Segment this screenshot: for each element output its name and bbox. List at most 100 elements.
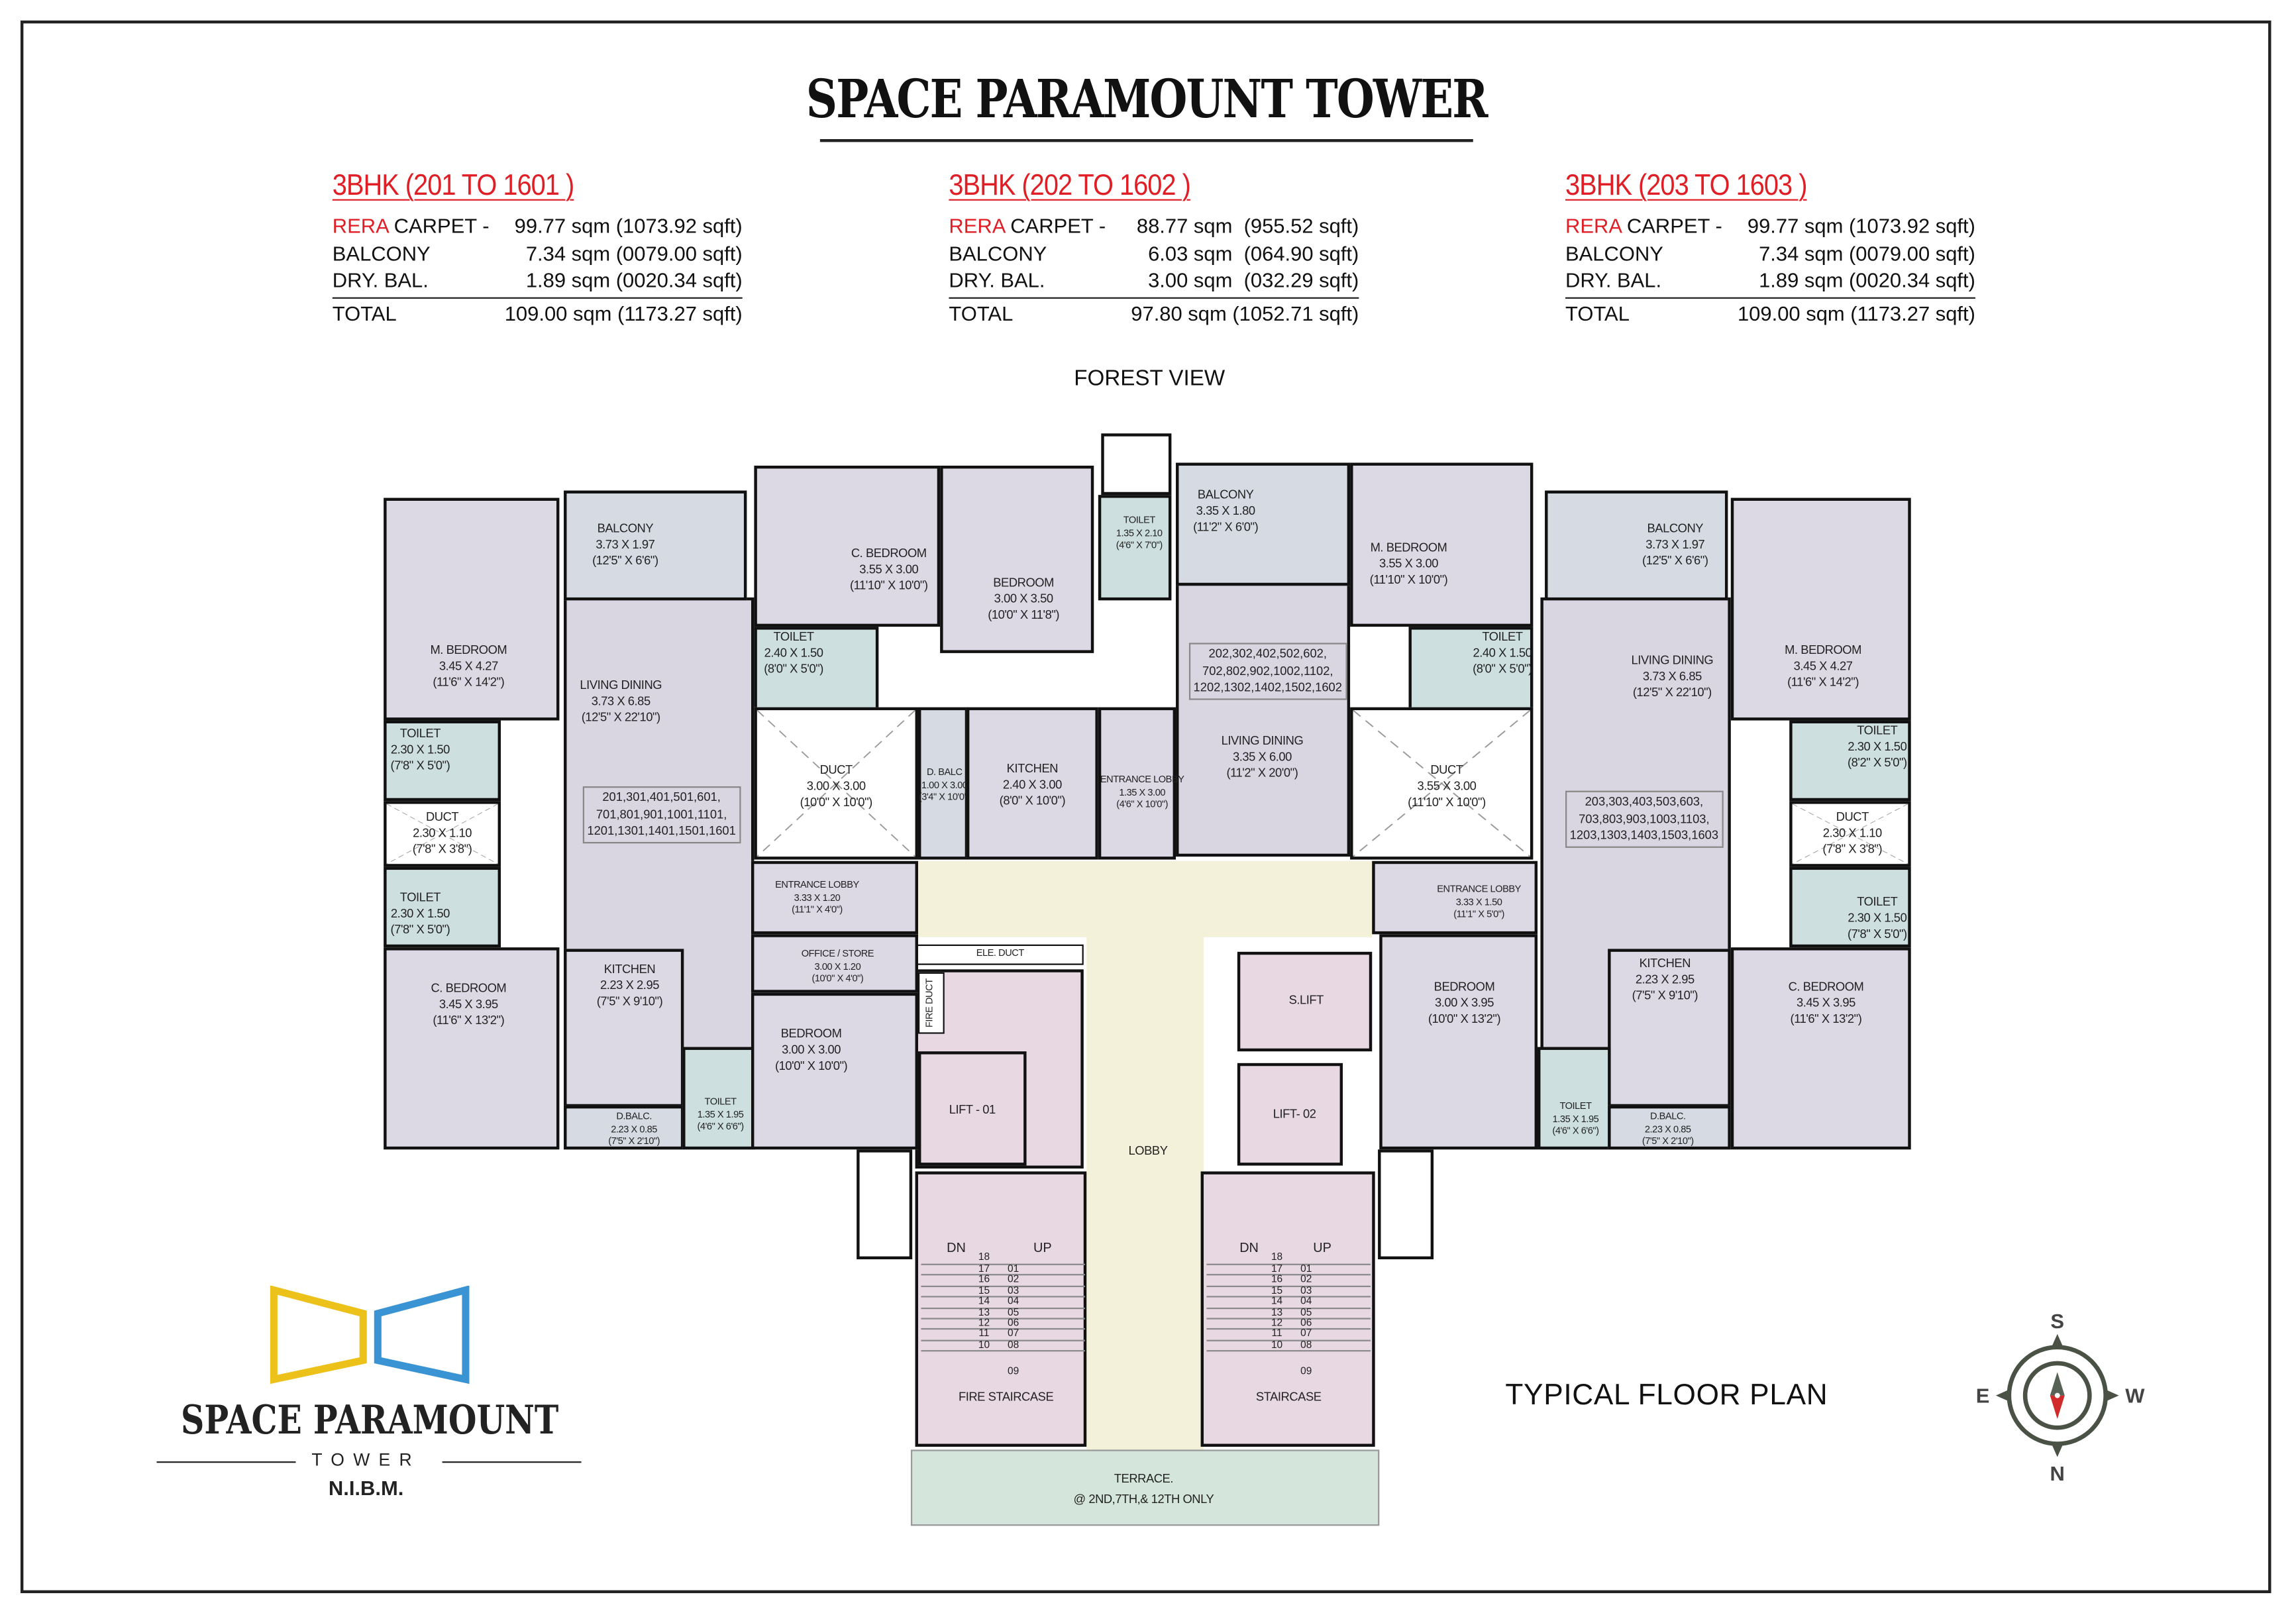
room-ft: (4'6" X 6'6") bbox=[1552, 1126, 1599, 1137]
carpet-label: CARPET - bbox=[388, 213, 490, 238]
room-dim: 2.30 X 1.50 bbox=[1848, 739, 1907, 754]
room-d-balc: D.BALC.2.23 X 0.85(7'5" X 2'10") bbox=[1608, 1105, 1731, 1150]
room-dim: 3.73 X 6.85 bbox=[1642, 668, 1702, 684]
room-ft: (10'0" X 4'0") bbox=[811, 974, 864, 985]
stair-tread bbox=[921, 1285, 1085, 1287]
stair-down-label: DN bbox=[1239, 1240, 1259, 1255]
room-name: C. BEDROOM bbox=[1788, 978, 1864, 994]
room-dim: 3.55 X 3.00 bbox=[1379, 555, 1438, 570]
room-name: KITCHEN bbox=[1639, 955, 1691, 970]
room-dim: 3.35 X 6.00 bbox=[1232, 749, 1292, 764]
terrace-label: TERRACE. bbox=[1114, 1471, 1174, 1486]
room-dim: 2.23 X 2.95 bbox=[600, 977, 659, 992]
unit-area-table-202: 3BHK (202 TO 1602 ) RERA CARPET -88.77 s… bbox=[949, 170, 1359, 327]
room-ft: (11'10" X 10'0") bbox=[1369, 572, 1448, 587]
stair-step-number: 16 bbox=[1271, 1275, 1283, 1286]
logo-rule-right bbox=[442, 1461, 582, 1463]
unit-numbers-line: 1201,1301,1401,1501,1601 bbox=[587, 823, 736, 838]
room-name: TOILET bbox=[399, 725, 441, 741]
lift-02[interactable]: LIFT- 02 bbox=[1237, 1063, 1343, 1166]
stair-tread bbox=[921, 1263, 1085, 1265]
unit-title: 3BHK (201 TO 1601 ) bbox=[332, 170, 575, 203]
stair-up-label: UP bbox=[1033, 1240, 1052, 1255]
total-value: 109.00 sqm (1173.27 sqft) bbox=[1737, 301, 1975, 325]
room-ft: (12'5" X 6'6") bbox=[1642, 552, 1708, 568]
unit-numbers-line: 703,803,903,1003,1103, bbox=[1579, 810, 1710, 825]
stair-step-number: 02 bbox=[1008, 1275, 1019, 1286]
room-dim: 2.30 X 1.10 bbox=[413, 825, 472, 840]
lift-01[interactable]: LIFT - 01 bbox=[917, 1051, 1027, 1166]
stair-step-number: 06 bbox=[1008, 1318, 1019, 1330]
room-name: TOILET bbox=[704, 1097, 737, 1108]
unit-numbers-line: 202,302,402,502,602, bbox=[1208, 645, 1327, 660]
stair-up-label: UP bbox=[1313, 1240, 1331, 1255]
room-name: TOILET bbox=[1559, 1101, 1592, 1112]
stair-tread bbox=[1206, 1285, 1371, 1287]
stair-tread bbox=[921, 1350, 1085, 1352]
room-name: LIVING DINING bbox=[1221, 733, 1304, 748]
stair-step-number: 06 bbox=[1300, 1318, 1312, 1330]
room-ft: (7'8" X 5'0") bbox=[390, 757, 450, 773]
balcony-value: 6.03 sqm (064.90 sqft) bbox=[1148, 240, 1359, 264]
room-dim: 3.00 X 3.95 bbox=[1434, 995, 1494, 1010]
balcony-label: BALCONY bbox=[1565, 240, 1663, 264]
room-ft: (4'6" X 6'6") bbox=[697, 1121, 744, 1133]
service-lift[interactable]: S.LIFT bbox=[1237, 951, 1373, 1052]
room-name: ENTRANCE LOBBY bbox=[775, 880, 859, 891]
room-dim: 3.55 X 3.00 bbox=[859, 561, 919, 576]
stair-tread bbox=[1206, 1296, 1371, 1298]
logo-location: N.I.B.M. bbox=[328, 1476, 404, 1500]
room-ft: (11'1" X 5'0") bbox=[1453, 910, 1504, 920]
room-name: TOILET bbox=[1482, 629, 1523, 644]
compass-icon bbox=[1995, 1333, 2119, 1457]
room-ft: (8'0" X 10'0") bbox=[999, 792, 1066, 808]
room-dim: 3.00 X 3.50 bbox=[994, 590, 1053, 606]
room-dim: 3.45 X 4.27 bbox=[1793, 658, 1853, 673]
room-name: TOILET bbox=[1857, 722, 1898, 737]
room-label: D.BALC.2.23 X 0.85(7'5" X 2'10") bbox=[1642, 1112, 1694, 1149]
room-ft: (11'6" X 13'2") bbox=[433, 1012, 505, 1027]
room-name: TOILET bbox=[773, 629, 814, 644]
room-ft: (7'8" X 5'0") bbox=[390, 921, 450, 937]
lift-01-label: LIFT - 01 bbox=[949, 1102, 996, 1117]
room-dim: 1.00 X 3.00 bbox=[921, 780, 968, 791]
carpet-label: CARPET - bbox=[1004, 213, 1106, 238]
dry-balcony-value: 1.89 sqm (0020.34 sqft) bbox=[1759, 268, 1975, 291]
room-dim: 3.00 X 1.20 bbox=[814, 961, 861, 972]
room-name: C. BEDROOM bbox=[851, 545, 927, 560]
carpet-label: CARPET - bbox=[1621, 213, 1722, 238]
dry-balcony-value: 3.00 sqm (032.29 sqft) bbox=[1148, 268, 1359, 291]
duct-cross-icon bbox=[1792, 804, 1908, 864]
logo-icon bbox=[270, 1285, 470, 1384]
room-dim: 1.35 X 3.00 bbox=[1119, 787, 1166, 798]
room-name: LIVING DINING bbox=[580, 677, 662, 692]
terrace-note: @ 2ND,7TH,& 12TH ONLY bbox=[1073, 1491, 1214, 1506]
stair-tread bbox=[1206, 1307, 1371, 1309]
room-dim: 2.30 X 1.50 bbox=[390, 741, 450, 756]
dry-balcony-label: DRY. BAL. bbox=[949, 268, 1045, 291]
room-name: D.BALC. bbox=[1649, 1112, 1686, 1122]
stair-step-number: 18 bbox=[978, 1253, 990, 1263]
compass-left-label: E bbox=[1975, 1383, 1990, 1408]
balcony-value: 7.34 sqm (0079.00 sqft) bbox=[525, 240, 743, 264]
